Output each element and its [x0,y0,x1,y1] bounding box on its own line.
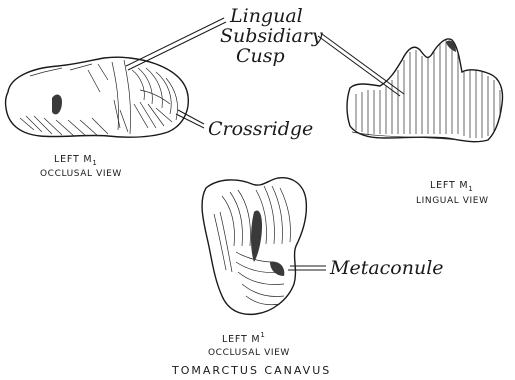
caption-upper-m1-occlusal: LEFT M1 OCCLUSAL VIEW [208,331,290,358]
upper-m1-occlusal-drawing [202,178,306,315]
caption-lingual-m1-sub: 1 [468,185,473,193]
figure-title: TOMARCTUS CANAVUS [171,364,331,377]
label-lingual: Lingual [229,5,303,27]
label-cusp: Cusp [236,45,285,67]
label-metaconule: Metaconule [329,257,444,279]
caption-occlusal-m1-line1: LEFT M [54,154,92,165]
label-crossridge: Crossridge [208,118,313,140]
svg-text:LEFT M1: LEFT M1 [54,154,98,167]
caption-lingual-m1-line2: LINGUAL VIEW [416,196,489,206]
caption-upper-m1-line2: OCCLUSAL VIEW [208,348,290,358]
caption-lingual-m1-line1: LEFT M [430,180,468,191]
lower-m1-occlusal-drawing [6,57,189,137]
svg-text:LEFT M1: LEFT M1 [222,331,266,345]
lower-m1-lingual-drawing [347,39,503,142]
label-subsidiary: Subsidiary [220,25,323,47]
lingual-subsidiary-cusp-label: Lingual Subsidiary Cusp [220,5,323,67]
caption-lower-m1-occlusal: LEFT M1 OCCLUSAL VIEW [40,154,122,179]
caption-upper-m1-sup: 1 [260,331,265,339]
caption-occlusal-m1-line2: OCCLUSAL VIEW [40,169,122,179]
caption-occlusal-m1-sub: 1 [92,159,97,167]
caption-lower-m1-lingual: LEFT M1 LINGUAL VIEW [416,180,489,206]
caption-upper-m1-line1: LEFT M [222,334,260,345]
svg-text:LEFT M1: LEFT M1 [430,180,474,193]
